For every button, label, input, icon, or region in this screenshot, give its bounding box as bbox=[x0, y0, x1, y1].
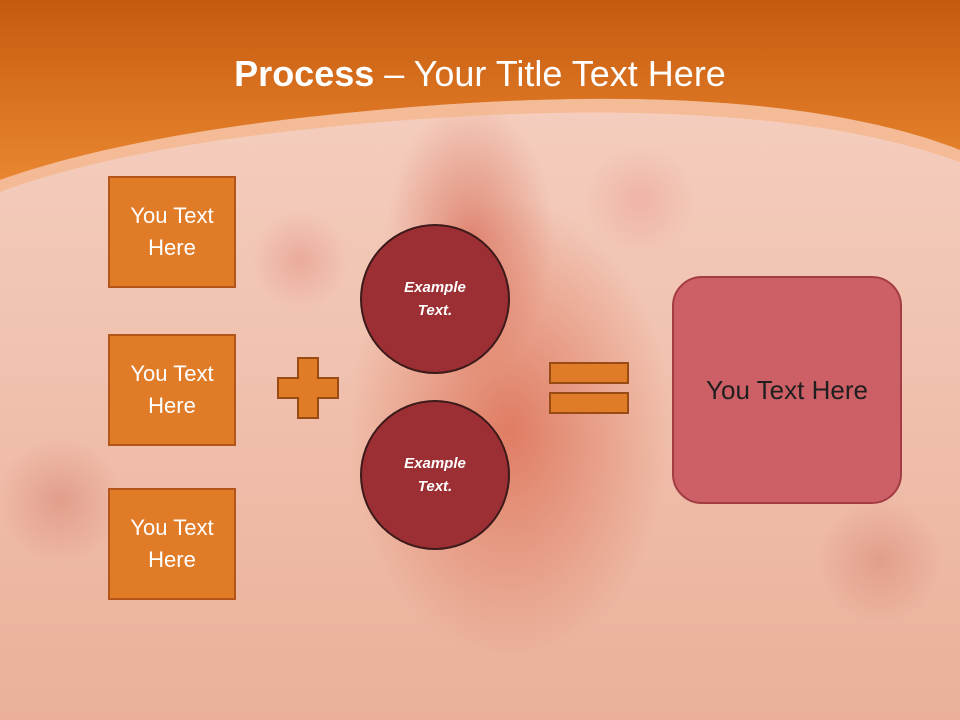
text-box-2-line1: You Text bbox=[130, 361, 214, 386]
text-box-3-line2: Here bbox=[148, 547, 196, 572]
result-text: You Text Here bbox=[706, 374, 868, 405]
equals-icon bbox=[549, 362, 629, 414]
header-band bbox=[0, 0, 960, 192]
page-title: Process – Your Title Text Here bbox=[0, 52, 960, 96]
title-rest: – Your Title Text Here bbox=[374, 53, 726, 94]
result-box[interactable]: You Text Here bbox=[672, 276, 902, 504]
example-circle-1-line1: Example bbox=[404, 279, 466, 296]
text-box-3-line1: You Text bbox=[130, 515, 214, 540]
title-bold: Process bbox=[234, 53, 375, 94]
example-circle-2-line2: Text. bbox=[417, 478, 453, 495]
example-circle-1-line2: Text. bbox=[417, 302, 453, 319]
text-box-1-line1: You Text bbox=[130, 203, 214, 228]
example-circle-2-line1: Example bbox=[404, 455, 466, 472]
text-box-2-line2: Here bbox=[148, 393, 196, 418]
text-box-1-line2: Here bbox=[148, 235, 196, 260]
plus-icon bbox=[277, 357, 339, 419]
